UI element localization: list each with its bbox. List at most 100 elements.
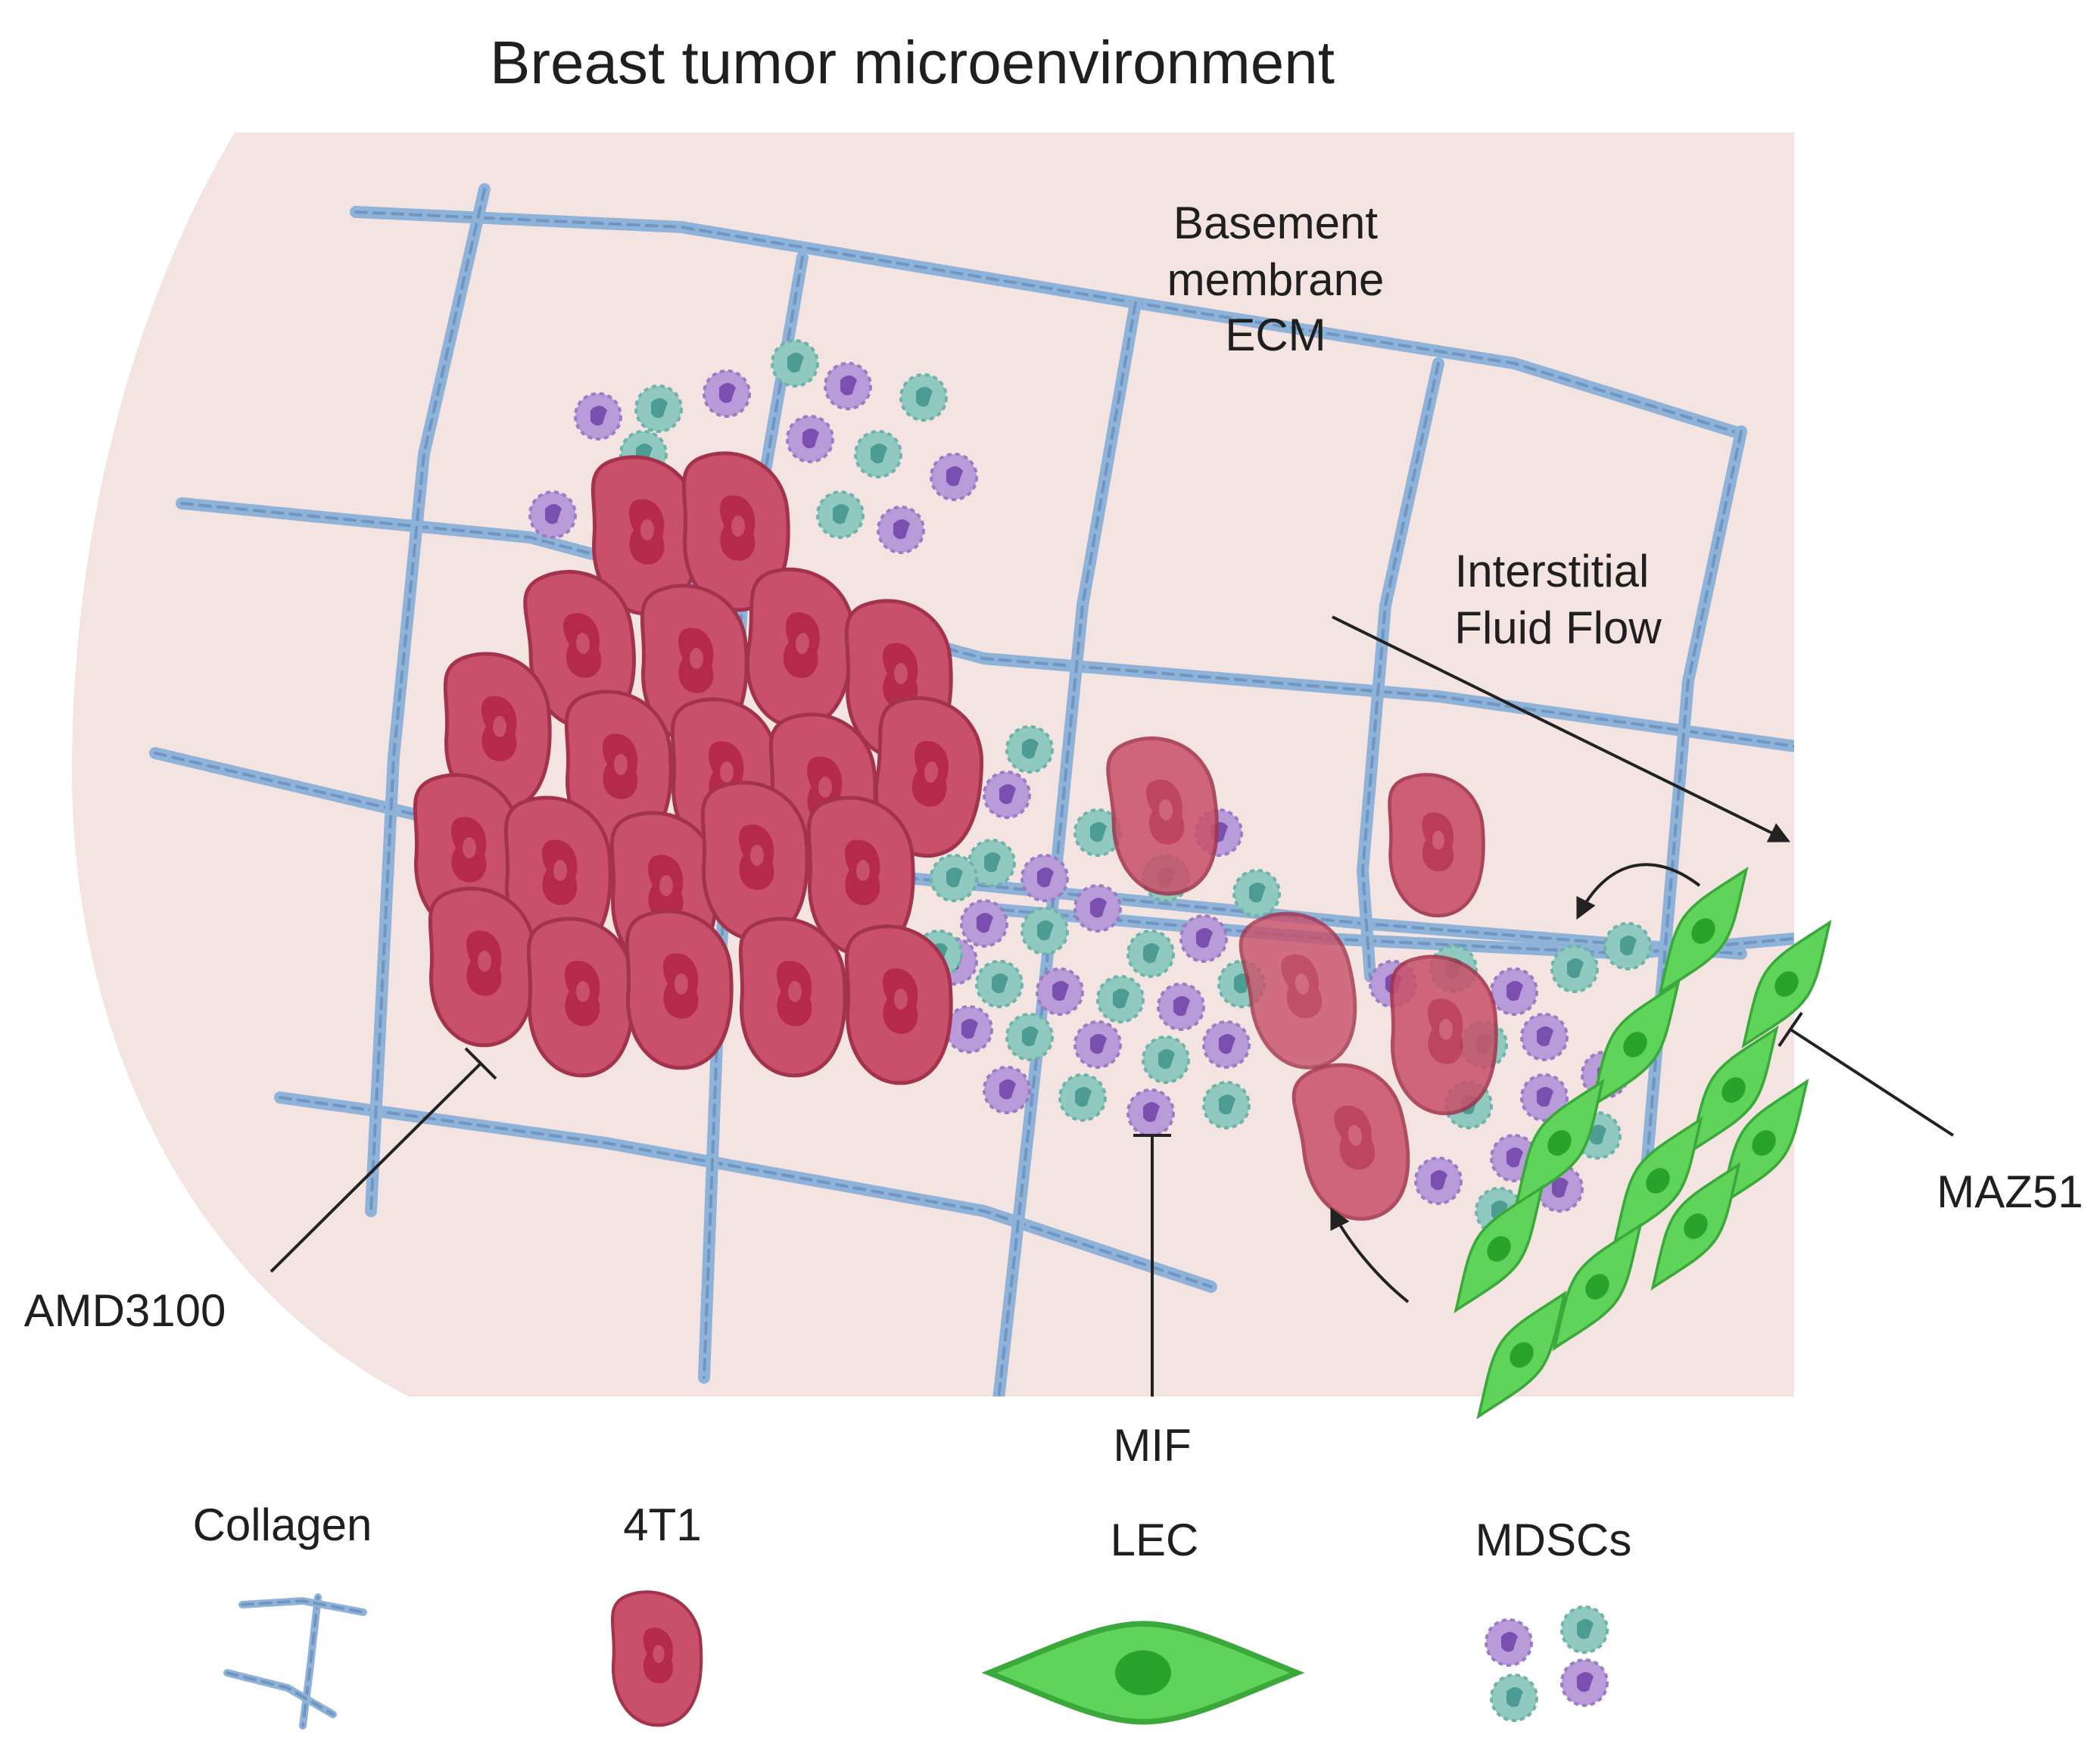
mdsc-purple-cell [930,453,978,501]
collagen-fiber [223,1669,337,1718]
tumor-cell-4t1 [1106,736,1219,896]
tumor-cell-4t1 [844,924,953,1085]
mdsc-teal-cell [771,339,819,388]
mdsc-purple-cell [1490,967,1538,1016]
mdsc-teal-cell [1126,929,1175,978]
mdsc-purple-cell [1202,1020,1251,1069]
lec-cell [1650,1161,1741,1291]
collagen-twist [226,1671,335,1716]
tumor-cell-4t1 [1389,954,1498,1116]
mdsc-teal-cell [1096,975,1145,1023]
tumor-cell-4t1 [526,917,635,1078]
mdsc-purple-cell [1126,1088,1175,1137]
lec-cell [981,1621,1305,1725]
tumor-cell-4t1 [428,886,537,1048]
lec-cell [1476,1290,1567,1420]
mdsc-purple-cell [1073,884,1122,933]
mdsc-purple-cell [1179,914,1228,963]
lec-cell [1688,1025,1779,1155]
mdsc-teal-cell [1020,907,1069,955]
lec-cell [1453,1184,1544,1314]
legend: Collagen 4T1 LEC MDSCs [193,1499,1632,1730]
mdsc-teal-cell [1550,945,1599,993]
collagen-twist [703,256,804,1379]
migration-arrow-lower [1330,1207,1410,1303]
fluid-flow-label-2: Fluid Flow [1454,603,1662,653]
mif-inhibitor-line [1133,1134,1171,1397]
mif-label: MIF [1113,1420,1191,1471]
tumor-cell-4t1 [625,909,734,1070]
tumor-cell-4t1 [874,696,983,858]
collagen-twist [369,188,486,1213]
collagen-twist [241,1599,365,1614]
mdsc-teal-cell [634,385,683,433]
mdsc-purple-cell [1157,982,1205,1031]
tumor-cell-4t1 [1291,1063,1410,1221]
mdsc-teal-cell [1005,725,1054,774]
mdsc-purple-cell [1414,1157,1463,1205]
tumor-cell-4t1 [611,1590,703,1727]
tumor-cell-4t1 [590,455,699,616]
basement-membrane-label-3: ECM [1225,310,1326,360]
tumor-cells [413,451,1498,1221]
legend-collagen-icon [223,1593,367,1730]
basement-membrane-label-1: Basement [1173,198,1378,248]
collagen-twist [301,1596,319,1727]
mdsc-purple-cell [574,392,622,441]
mdsc-purple-cell [528,490,577,539]
legend-lec-icon [981,1621,1305,1725]
mdsc-teal-cell [975,960,1024,1008]
tumor-cell-4t1 [1239,911,1357,1070]
mdsc-purple-cell [1020,854,1069,902]
mdsc-purple-cell [1520,1073,1569,1122]
mdsc-teal-cell [1202,1081,1251,1129]
mdsc-teal-cell [1058,1073,1107,1122]
diagram-title: Breast tumor microenvironment [490,29,1335,96]
mdsc-teal-cell [816,490,865,539]
tumor-cell-4t1 [523,570,636,730]
mdsc-teal-cell [1005,1013,1054,1061]
tumor-cell-4t1 [1388,773,1485,918]
mdsc-purple-cell [786,415,834,463]
legend-mdsc-icon [1485,1605,1609,1722]
amd3100-label: AMD3100 [24,1285,226,1336]
mdsc-purple-cell [703,369,751,418]
collagen-twist [279,1096,1213,1288]
migration-arrow-upper [1576,863,1701,920]
legend-4t1-label: 4T1 [623,1499,701,1550]
mdsc-teal-cell [930,854,978,902]
flow-arrow [1332,615,1791,842]
mdsc-teal-cell [1232,869,1281,917]
mdsc-purple-cell [877,506,925,554]
mdsc-purple-cell [945,1005,993,1054]
legend-mdsc-label: MDSCs [1475,1515,1632,1565]
legend-lec-label: LEC [1111,1515,1199,1565]
mdsc-teal-cell [1142,1035,1190,1084]
mdsc-teal-cell [1603,922,1652,970]
mdsc-teal-cell [1560,1605,1609,1654]
collagen-twist [180,502,1795,751]
legend-4t1-icon [611,1590,703,1727]
mdsc-purple-cell [1073,1020,1122,1069]
tumor-cell-4t1 [681,451,790,612]
mdsc-teal-cell [1490,1674,1538,1722]
lec-cell [1718,1078,1809,1208]
mdsc-purple-cell [824,362,872,410]
lec-cell [1590,979,1681,1110]
maz51-inhibitor-line [1778,1011,1955,1137]
basement-membrane-label-2: membrane [1167,254,1385,305]
legend-collagen-label: Collagen [193,1499,372,1550]
maz51-label: MAZ51 [1936,1166,2083,1217]
lec-cell [1552,1222,1643,1352]
lec-cells [1453,866,1832,1420]
amd3100-inhibitor-line [270,1047,497,1273]
mdsc-purple-cell [960,899,1008,948]
mdsc-teal-cell [1073,808,1122,857]
mdsc-purple-cell [1036,967,1084,1016]
mdsc-purple-cell [1485,1618,1533,1667]
mdsc-teal-cell [967,839,1016,887]
tumor-cell-4t1 [738,917,847,1078]
tumor-cell-4t1 [443,652,552,813]
mdsc-purple-cell [983,771,1031,819]
